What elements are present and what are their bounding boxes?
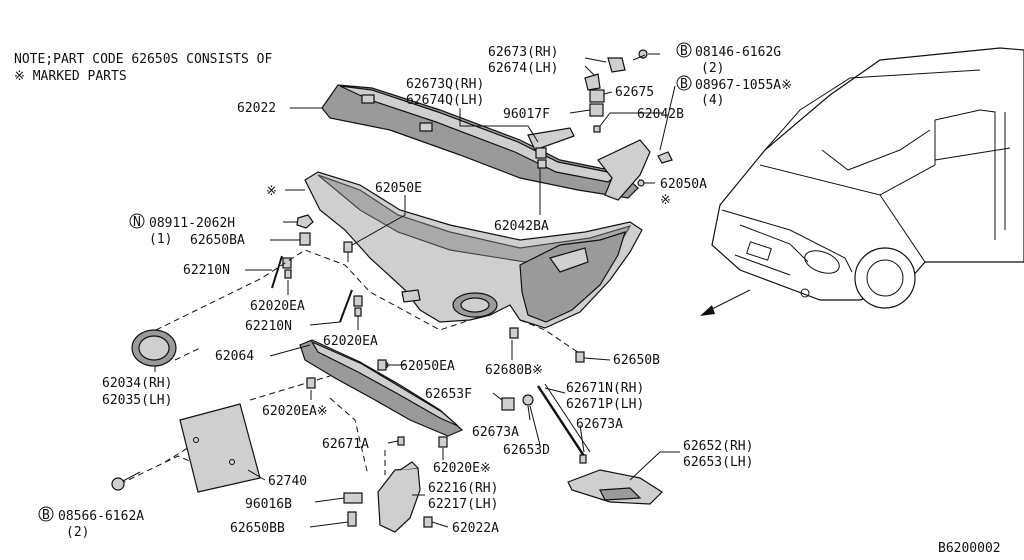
bolt-symbol-icon [676, 75, 692, 91]
license-bracket-62740 [179, 403, 261, 493]
label-62673-rh: 62673(RH) [488, 45, 558, 60]
label-62653f: 62653F [425, 387, 472, 402]
label-62671n-rh: 62671N(RH) [566, 381, 644, 396]
label-62210n-b: 62210N [245, 319, 292, 334]
label-62674-lh: 62674(LH) [488, 61, 558, 76]
label-62064: 62064 [215, 349, 254, 364]
label-62050e: 62050E [375, 181, 422, 196]
bolt-symbol-icon [676, 42, 692, 58]
bracket-62210n-a [271, 255, 292, 289]
label-62022: 62022 [237, 101, 276, 116]
label-62653-lh: 62653(LH) [683, 455, 753, 470]
label-62671a: 62671A [322, 437, 369, 452]
clip-62020ea [306, 377, 316, 389]
label-08566-6162a: 08566-6162A [58, 509, 144, 524]
part-62042b [593, 125, 601, 133]
label-62671p-lh: 62671P(LH) [566, 397, 644, 412]
clip-62673 [584, 57, 626, 91]
diagram-reference-code: B6200002 [938, 541, 1001, 556]
bolt-08146 [632, 49, 648, 61]
rod-62671n [501, 383, 591, 464]
bolt-symbol: B [680, 77, 688, 92]
label-62216-rh: 62216(RH) [428, 481, 498, 496]
bolt-62050a [637, 179, 645, 187]
qty-08146: (2) [701, 61, 724, 76]
label-62050ea: 62050EA [400, 359, 455, 374]
qty-08566: (2) [66, 525, 89, 540]
label-62034-rh: 62034(RH) [102, 376, 172, 391]
label-62740: 62740 [268, 474, 307, 489]
qty-08967: (4) [701, 93, 724, 108]
part-96017f [589, 103, 604, 117]
label-62042ba: 62042BA [494, 219, 549, 234]
nut-symbol-icon [129, 213, 145, 229]
label-62674q-lh: 62674Q(LH) [406, 93, 484, 108]
note-line-2: ※ MARKED PARTS [14, 69, 127, 84]
nut-08967 [657, 151, 673, 164]
label-08146-6162g: 08146-6162G [695, 45, 781, 60]
label-08967-1055a: 08967-1055A※ [695, 78, 792, 93]
part-62022-upper-bar [321, 84, 651, 201]
clip-62671a [397, 436, 405, 446]
label-62680b: 62680B※ [485, 363, 543, 378]
bolt-62050ea [377, 359, 387, 371]
label-62650bb: 62650BB [230, 521, 285, 536]
bolt-symbol: B [680, 44, 688, 59]
label-62050a: 62050A [660, 177, 707, 192]
label-62650b: 62650B [613, 353, 660, 368]
label-62042b: 62042B [637, 107, 684, 122]
label-62210n-a: 62210N [183, 263, 230, 278]
bracket-62216 [377, 461, 421, 533]
label-62020ea-a: 62020EA [250, 299, 305, 314]
label-62653d: 62653D [503, 443, 550, 458]
bumper-fascia [304, 171, 643, 329]
bolt-08566 [111, 471, 141, 491]
clip-62020e [438, 436, 448, 448]
nut-08911 [296, 214, 314, 246]
direction-arrow-icon [700, 305, 715, 316]
vehicle-illustration [700, 47, 1024, 316]
bolt-62022a [423, 516, 433, 528]
label-62020ea-c: 62020EA※ [262, 404, 328, 419]
clip-96016b [343, 492, 363, 504]
mark-bumper: ※ [266, 184, 277, 199]
label-62673q-rh: 62673Q(RH) [406, 77, 484, 92]
label-62673a-b: 62673A [576, 417, 623, 432]
bolt-62650bb [347, 511, 357, 527]
label-62673a-a: 62673A [472, 425, 519, 440]
label-62020ea-b: 62020EA [323, 334, 378, 349]
bolt-symbol: B [42, 508, 50, 523]
label-62675: 62675 [615, 85, 654, 100]
label-96017f: 96017F [503, 107, 550, 122]
label-62035-lh: 62035(LH) [102, 393, 172, 408]
label-62217-lh: 62217(LH) [428, 497, 498, 512]
part-labels: 62673(RH) 62674(LH) B 08146-6162G (2) 62… [38, 42, 1001, 556]
label-96016b: 96016B [245, 497, 292, 512]
leader-lines [154, 53, 680, 528]
label-62022a: 62022A [452, 521, 499, 536]
part-62675 [589, 89, 605, 103]
label-62652-rh: 62652(RH) [683, 439, 753, 454]
label-62020e: 62020E※ [433, 461, 491, 476]
qty-08911: (1) [149, 232, 172, 247]
note-line-1: NOTE;PART CODE 62650S CONSISTS OF [14, 52, 272, 67]
label-08911-2062h: 08911-2062H [149, 216, 235, 231]
bolt-symbol-icon [38, 506, 54, 522]
nut-symbol: N [133, 215, 141, 230]
label-62650ba: 62650BA [190, 233, 245, 248]
clip-62680b [509, 327, 519, 339]
bolt-62650b [575, 351, 585, 363]
bolt-62050e [343, 241, 353, 262]
mark-62050a: ※ [660, 193, 671, 208]
bracket-62210n-b [339, 289, 363, 323]
splash-guard-62652 [567, 469, 663, 505]
fog-lamp-62034 [131, 329, 177, 367]
